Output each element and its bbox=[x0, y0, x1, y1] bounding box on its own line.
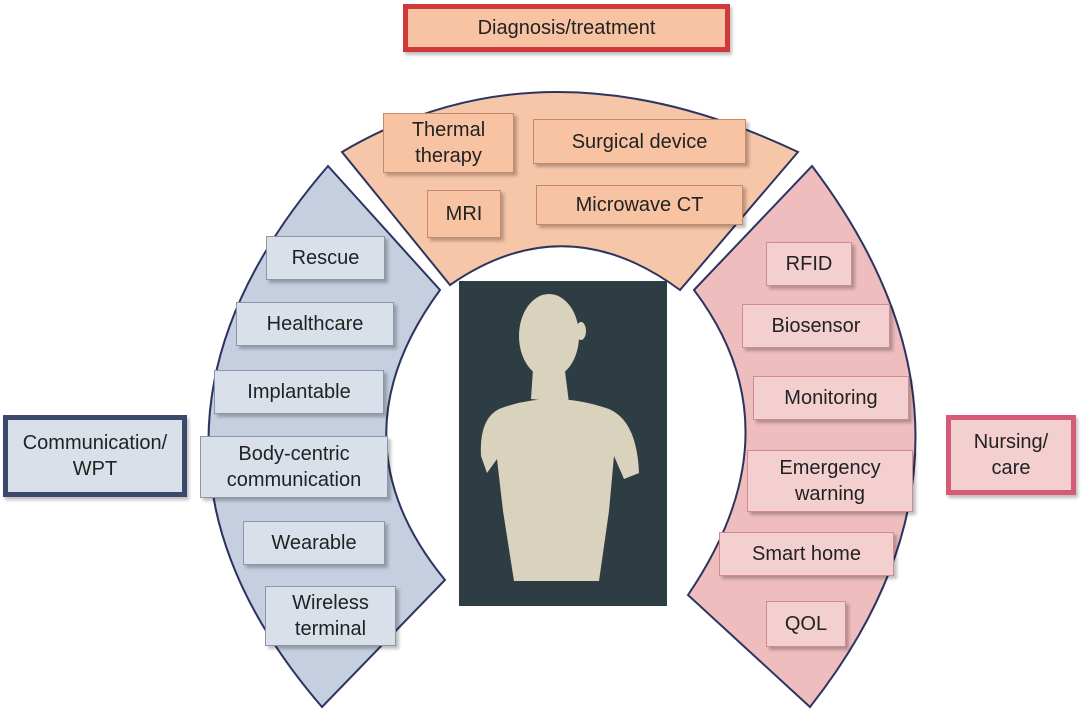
item-label-line-1: Emergency bbox=[779, 457, 881, 479]
item-rfid: RFID bbox=[766, 242, 852, 286]
item-label: MRI bbox=[445, 203, 483, 225]
item-label-line-2: warning bbox=[794, 483, 866, 505]
item-emergency-warning: Emergency warning bbox=[747, 450, 913, 512]
category-label: Diagnosis/treatment bbox=[477, 17, 656, 39]
item-label-line-2: therapy bbox=[415, 145, 482, 167]
category-label-line-2: care bbox=[991, 457, 1031, 479]
item-label-line-2: terminal bbox=[294, 618, 367, 640]
category-label-line-1: Communication/ bbox=[22, 432, 168, 454]
item-qol: QOL bbox=[766, 601, 846, 647]
category-communication-wpt: Communication/ WPT bbox=[3, 415, 187, 497]
item-body-centric-communication: Body-centric communication bbox=[200, 436, 388, 498]
item-mri: MRI bbox=[427, 190, 501, 238]
item-surgical-device: Surgical device bbox=[533, 119, 746, 164]
item-label-line-1: Body-centric bbox=[238, 443, 350, 465]
item-microwave-ct: Microwave CT bbox=[536, 185, 743, 225]
item-label: Surgical device bbox=[571, 130, 708, 153]
item-label: Microwave CT bbox=[575, 194, 704, 216]
item-label-line-1: Wireless bbox=[292, 592, 369, 614]
item-implantable: Implantable bbox=[214, 370, 384, 414]
item-label: Implantable bbox=[247, 381, 351, 403]
item-label: Wearable bbox=[271, 532, 357, 554]
item-wearable: Wearable bbox=[243, 521, 385, 565]
item-label-line-2: communication bbox=[226, 469, 362, 491]
item-label: QOL bbox=[784, 613, 828, 635]
item-monitoring: Monitoring bbox=[753, 376, 909, 420]
item-healthcare: Healthcare bbox=[236, 302, 394, 346]
item-biosensor: Biosensor bbox=[742, 304, 890, 348]
item-label: Monitoring bbox=[784, 387, 878, 409]
category-label-line-2: WPT bbox=[72, 458, 118, 480]
item-label: Biosensor bbox=[771, 315, 861, 337]
item-rescue: Rescue bbox=[266, 236, 385, 280]
item-wireless-terminal: Wireless terminal bbox=[265, 586, 396, 646]
item-smart-home: Smart home bbox=[719, 532, 894, 576]
item-label: RFID bbox=[785, 253, 833, 275]
item-label-line-1: Thermal bbox=[411, 119, 486, 141]
category-diagnosis-treatment: Diagnosis/treatment bbox=[403, 4, 730, 52]
item-label: Healthcare bbox=[266, 313, 364, 335]
item-label: Smart home bbox=[752, 543, 861, 565]
human-phantom-photo bbox=[459, 281, 667, 606]
human-torso-figure bbox=[480, 294, 639, 581]
item-label: Rescue bbox=[291, 247, 360, 269]
item-thermal-therapy: Thermal therapy bbox=[383, 113, 514, 173]
category-nursing-care: Nursing/ care bbox=[946, 415, 1076, 495]
category-label-line-1: Nursing/ bbox=[973, 431, 1049, 453]
